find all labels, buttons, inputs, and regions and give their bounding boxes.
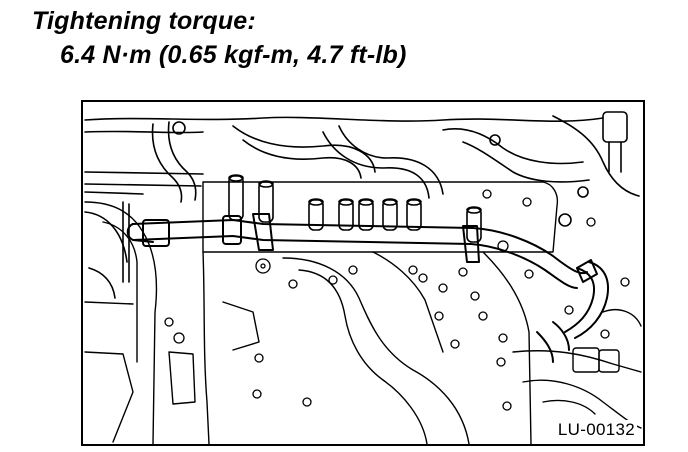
engine-block: [84, 201, 642, 444]
figure-id-label: LU-00132: [555, 420, 637, 440]
pulley: [84, 201, 130, 299]
cylinder-head: [202, 174, 559, 253]
torque-heading: Tightening torque:: [32, 7, 256, 35]
engine-line-drawing: [84, 111, 642, 444]
upper-pipes: [84, 111, 640, 227]
oil-pipe: [126, 213, 609, 363]
torque-value: 6.4 N·m (0.65 kgf-m, 4.7 ft-lb): [60, 41, 407, 69]
bolt-heads: [164, 189, 630, 411]
engine-illustration: LU-00132: [81, 100, 645, 446]
